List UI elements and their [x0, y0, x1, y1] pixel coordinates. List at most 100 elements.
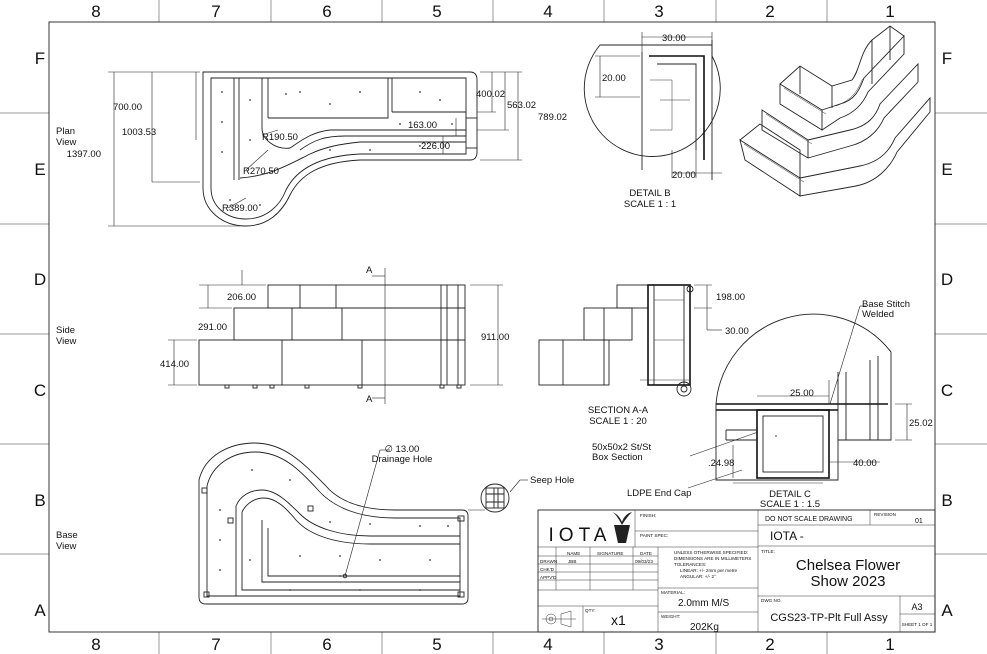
zone-col-2: 2 — [765, 2, 774, 21]
isometric-view — [739, 25, 931, 197]
detail-c-title: DETAIL C — [769, 489, 811, 500]
zone-row-e-right: E — [941, 160, 952, 179]
plan-dim-400: 400.02 — [476, 89, 505, 100]
side-dim-291: 291.00 — [198, 322, 227, 333]
drawn-name: JBB — [568, 559, 576, 564]
zone-col-7: 7 — [211, 2, 220, 21]
revision-value: 01 — [915, 518, 923, 525]
zone-col-1: 1 — [885, 2, 894, 21]
detail-b-dim-20-vert: 20.00 — [602, 73, 626, 84]
plan-dim-163: 163.00 — [408, 120, 437, 131]
detail-c-dim-25-02: 25.02 — [909, 418, 933, 429]
col-name: NAME — [567, 551, 580, 556]
detail-b: 30.00 20.00 20.00 DETAIL B SCALE 1 : 1 — [583, 32, 722, 210]
detail-c: Base Stitch Welded 25.00 25.02 .24.98 40… — [592, 299, 933, 510]
title-block: IOTA FINISH: PAINT SPEC: DO NOT SCALE DR… — [537, 509, 936, 633]
detail-c-scale: SCALE 1 : 1.5 — [760, 499, 820, 510]
dwg-no-value: CGS23-TP-Plt Full Assy — [770, 612, 888, 624]
detail-b-title: DETAIL B — [629, 188, 670, 199]
side-dim-414: 414.00 — [160, 359, 189, 370]
tolerance-line-1: UNLESS OTHERWISE SPECIFIED: — [674, 550, 748, 555]
zone-col-3: 3 — [654, 2, 663, 21]
detail-b-dim-30: 30.00 — [662, 33, 686, 44]
company-name: IOTA - — [770, 529, 804, 543]
zone-col-3-bottom: 3 — [654, 635, 663, 654]
zone-col-4-bottom: 4 — [543, 635, 552, 654]
zone-col-7-bottom: 7 — [211, 635, 220, 654]
plan-dim-789: 789.02 — [538, 112, 567, 123]
zone-row-c: C — [34, 381, 46, 400]
side-dim-911: 911.00 — [481, 332, 509, 343]
zone-row-b-right: B — [941, 491, 952, 510]
sheet-size: A3 — [911, 602, 922, 612]
zone-row-f: F — [35, 49, 45, 68]
col-signature: SIGNATURE — [597, 551, 623, 556]
zone-col-6-bottom: 6 — [322, 635, 331, 654]
side-view-label-2: View — [56, 336, 77, 347]
zone-row-d-right: D — [941, 270, 953, 289]
drawn-date: 09/03/23 — [635, 559, 653, 564]
plan-dim-1397: 1397.00 — [67, 149, 101, 160]
box-section-label-1: 50x50x2 St/St — [592, 442, 652, 453]
sheet-number: SHEET 1 OF 1 — [902, 622, 933, 627]
base-stitch-label-1: Base Stitch — [862, 299, 910, 310]
zone-col-6: 6 — [322, 2, 331, 21]
weight-label: WEIGHT: — [661, 614, 680, 619]
iota-logo-text: IOTA — [549, 525, 612, 546]
drainage-hole-label-1: ∅ 13.00 — [385, 444, 420, 455]
plan-dim-r389: R389.00 — [222, 203, 258, 214]
section-aa-scale: SCALE 1 : 20 — [589, 416, 647, 427]
zone-row-f-right: F — [942, 49, 952, 68]
zone-labels-right: F E D C B A — [941, 49, 953, 620]
dwg-no-label: DWG NO. — [761, 598, 782, 603]
zone-col-5-bottom: 5 — [432, 635, 441, 654]
zone-col-4: 4 — [543, 2, 552, 21]
plan-dim-226: 226.00 — [421, 141, 450, 152]
zone-row-a-right: A — [941, 601, 953, 620]
base-view: ∅ 13.00 Drainage Hole Seep Hole — [198, 442, 574, 605]
plan-view-label-2: View — [56, 137, 77, 148]
zone-labels-top: 8 7 6 5 4 3 2 1 — [91, 2, 894, 21]
zone-col-8-bottom: 8 — [91, 635, 100, 654]
tolerance-line-2: DIMENSIONS ARE IN MILLIMETERS — [674, 556, 751, 561]
detail-c-dim-25: 25.00 — [790, 388, 814, 399]
do-not-scale-text: DO NOT SCALE DRAWING — [765, 516, 853, 523]
material-value: 2.0mm M/S — [678, 598, 729, 609]
detail-b-dim-20-horiz: 20.00 — [672, 170, 696, 181]
ldpe-end-cap-label: LDPE End Cap — [627, 488, 691, 499]
section-a-a: 198.00 30.00 SECTION A-A SCALE 1 : 20 — [538, 284, 749, 427]
zone-row-d: D — [34, 270, 46, 289]
zone-row-e: E — [34, 160, 45, 179]
detail-c-dim-24-98: .24.98 — [708, 458, 734, 469]
qty-value: x1 — [611, 612, 626, 628]
plan-dim-r270: R270.50 — [243, 166, 279, 177]
third-angle-projection-icon — [542, 610, 576, 628]
plan-dim-563: 563.02 — [507, 100, 536, 111]
plan-dim-700: 700.00 — [113, 102, 142, 113]
plan-view-label: Plan View — [56, 126, 78, 148]
qty-label: QTY: — [585, 608, 595, 613]
drawing-title-1: Chelsea Flower — [796, 557, 900, 574]
base-view-label: Base View — [56, 530, 80, 552]
section-a-marker-bottom: A — [366, 394, 373, 405]
zone-row-c-right: C — [941, 381, 953, 400]
finish-label: FINISH: — [640, 513, 656, 518]
row-chkd: CHK'D — [540, 567, 555, 572]
seep-hole-detail — [480, 483, 510, 513]
side-view-label: Side View — [56, 325, 78, 347]
section-aa-dim-30: 30.00 — [725, 326, 749, 337]
section-aa-title: SECTION A-A — [588, 405, 649, 416]
drawing-title-2: Show 2023 — [810, 573, 885, 590]
zone-col-1-bottom: 1 — [885, 635, 894, 654]
plan-dim-r190: R190.50 — [262, 132, 298, 143]
material-label: MATERIAL: — [661, 590, 685, 595]
tolerance-line-3: TOLERANCES: — [674, 562, 706, 567]
seep-hole-label: Seep Hole — [530, 475, 574, 486]
zone-labels-left: F E D C B A — [34, 49, 46, 620]
base-view-label-1: Base — [56, 530, 78, 541]
plant-pot-logo-icon — [612, 512, 632, 543]
plan-view-label-1: Plan — [56, 126, 75, 137]
row-appvd: APPV'D — [540, 575, 557, 580]
col-date: DATE — [640, 551, 652, 556]
